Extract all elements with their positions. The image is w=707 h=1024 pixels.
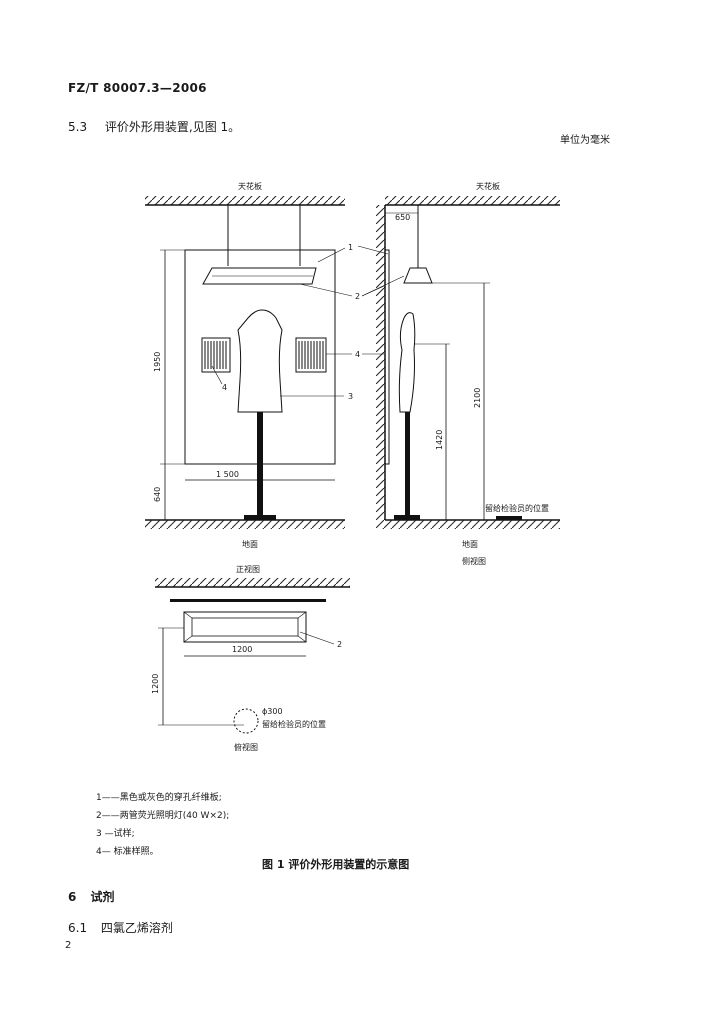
front-dim-height: 1950 <box>153 352 162 372</box>
page-number: 2 <box>65 940 72 951</box>
front-sample-photo-right <box>295 337 327 373</box>
legend-item-4: 4— 标准样照。 <box>96 847 159 857</box>
legend-item-2: 2——两管荧光照明灯(40 W×2); <box>96 811 230 821</box>
plan-lamp-outer <box>183 611 307 643</box>
plan-fiberboard <box>170 599 326 602</box>
unit-note: 单位为毫米 <box>560 135 610 146</box>
front-mannequin <box>237 309 283 413</box>
section-6-1-number: 6.1 <box>68 921 88 935</box>
front-sample-photo-left <box>201 337 231 373</box>
front-mannequin-base <box>244 515 276 520</box>
section-6-1-heading: 6.1 四氯乙烯溶剂 <box>68 919 173 936</box>
plan-lamp-inner <box>191 617 299 637</box>
side-fiberboard <box>384 249 390 465</box>
section-6-number: 6 <box>68 890 77 904</box>
side-floor-label: 地面 <box>462 539 478 549</box>
plan-view-label: 俯视图 <box>234 742 258 752</box>
section-5-3-number: 5.3 <box>68 120 88 134</box>
plan-view: 2 1200 1200 ϕ300 留给检验员的位置 俯视图 <box>151 578 350 752</box>
front-mannequin-stand <box>257 412 263 516</box>
front-ceiling-label: 天花板 <box>238 181 262 191</box>
section-6-1-title: 四氯乙烯溶剂 <box>100 921 173 935</box>
plan-inspector-circle <box>233 708 259 734</box>
side-dim-total: 2100 <box>473 388 482 408</box>
front-dim-width: 1 500 <box>216 470 239 479</box>
side-dim-top: 650 <box>395 213 410 222</box>
plan-tag-2: 2 <box>337 640 342 649</box>
front-tag-4-left: 4 <box>222 383 227 392</box>
side-view: 天花板 650 地面 侧视图 留给检验员的位置 2100 1420 <box>357 181 560 566</box>
front-tag-3: 3 <box>348 392 353 401</box>
side-view-label: 侧视图 <box>462 556 486 566</box>
plan-inspector-label: 留给检验员的位置 <box>262 719 326 729</box>
side-wall-hatch <box>376 205 385 520</box>
front-dim-bottom: 640 <box>153 487 162 502</box>
side-mannequin-stand <box>405 412 410 516</box>
front-view-label: 正视图 <box>236 564 260 574</box>
section-5-3-heading: 5.3 评价外形用装置,见图 1。 <box>68 118 240 135</box>
figure-caption: 图 1 评价外形用装置的示意图 <box>262 858 410 871</box>
front-floor-hatch <box>145 520 345 529</box>
plan-dim-depth: 1200 <box>151 674 160 694</box>
side-lamp <box>403 267 433 284</box>
side-inspector-mark <box>496 516 522 520</box>
section-5-3-title: 评价外形用装置,见图 1。 <box>104 120 241 134</box>
side-ceiling-hatch <box>385 196 560 205</box>
side-mannequin <box>398 312 416 413</box>
side-mannequin-base <box>394 515 420 520</box>
front-tag-2: 2 <box>355 292 360 301</box>
section-6-title: 试剂 <box>90 890 115 904</box>
standard-number: FZ/T 80007.3—2006 <box>68 81 207 95</box>
front-floor-label: 地面 <box>242 539 258 549</box>
front-tag-4-right: 4 <box>355 350 360 359</box>
plan-diameter: ϕ300 <box>262 707 283 716</box>
front-view: 天花板 地面 1950 640 1 <box>145 181 360 574</box>
legend-item-1: 1——黑色或灰色的穿孔纤维板; <box>96 793 222 803</box>
side-dim-mannequin: 1420 <box>435 430 444 450</box>
side-ceiling-label: 天花板 <box>476 181 500 191</box>
front-ceiling-hatch <box>145 196 345 205</box>
legend-item-3: 3 —试样; <box>96 829 135 839</box>
side-inspector-label: 留给检验员的位置 <box>485 503 549 513</box>
front-tag-1: 1 <box>348 243 353 252</box>
plan-dim-width: 1200 <box>232 645 252 654</box>
side-floor-hatch <box>376 520 560 529</box>
section-6-heading: 6 试剂 <box>68 888 115 905</box>
plan-ceiling-hatch <box>155 578 350 587</box>
